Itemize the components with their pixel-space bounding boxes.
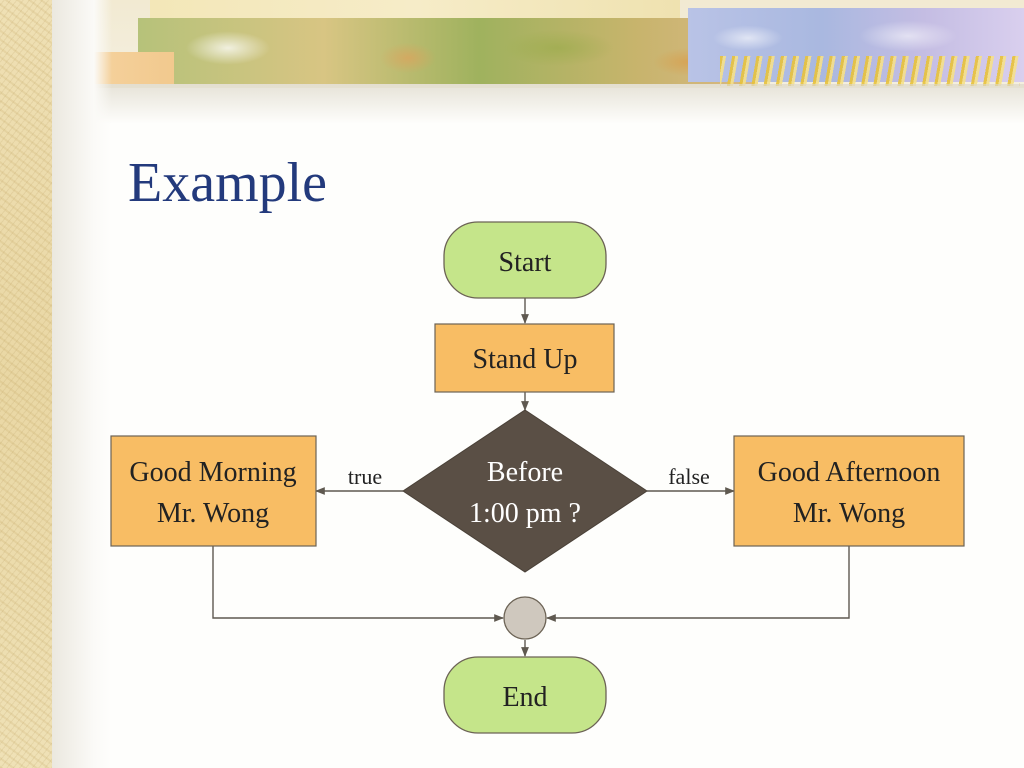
good-afternoon-line2: Mr. Wong [793, 498, 905, 529]
end-node-label: End [502, 682, 547, 713]
good-afternoon-line1: Good Afternoon [758, 457, 941, 488]
stand-up-node: Stand Up [434, 323, 615, 393]
good-afternoon-node: Good Afternoon Mr. Wong [733, 435, 965, 547]
banner-leaf-image [138, 18, 758, 84]
flowchart-edges [212, 298, 850, 657]
good-morning-line1: Good Morning [129, 457, 296, 488]
decision-label-line2: 1:00 pm ? [469, 498, 581, 529]
false-edge-label: false [668, 464, 710, 489]
end-node: End [443, 656, 607, 734]
merge-connector [503, 596, 547, 640]
banner-gold-grass-image [720, 56, 1020, 86]
banner-shadow [52, 84, 1024, 124]
slide-title: Example [128, 152, 328, 214]
good-morning-node: Good Morning Mr. Wong [110, 435, 317, 547]
left-strip-shadow [52, 0, 112, 768]
edge-morning-to-connector [212, 546, 504, 622]
start-node: Start [443, 221, 607, 299]
decision-node: Before 1:00 pm ? [402, 409, 648, 573]
banner-leaf-texture-top [150, 0, 680, 20]
good-morning-line2: Mr. Wong [157, 498, 269, 529]
stand-up-node-label: Stand Up [473, 344, 578, 375]
start-node-label: Start [499, 247, 552, 278]
edge-afternoon-to-connector [546, 546, 850, 622]
decision-label-line1: Before [487, 457, 563, 488]
true-edge-label: true [348, 464, 382, 489]
